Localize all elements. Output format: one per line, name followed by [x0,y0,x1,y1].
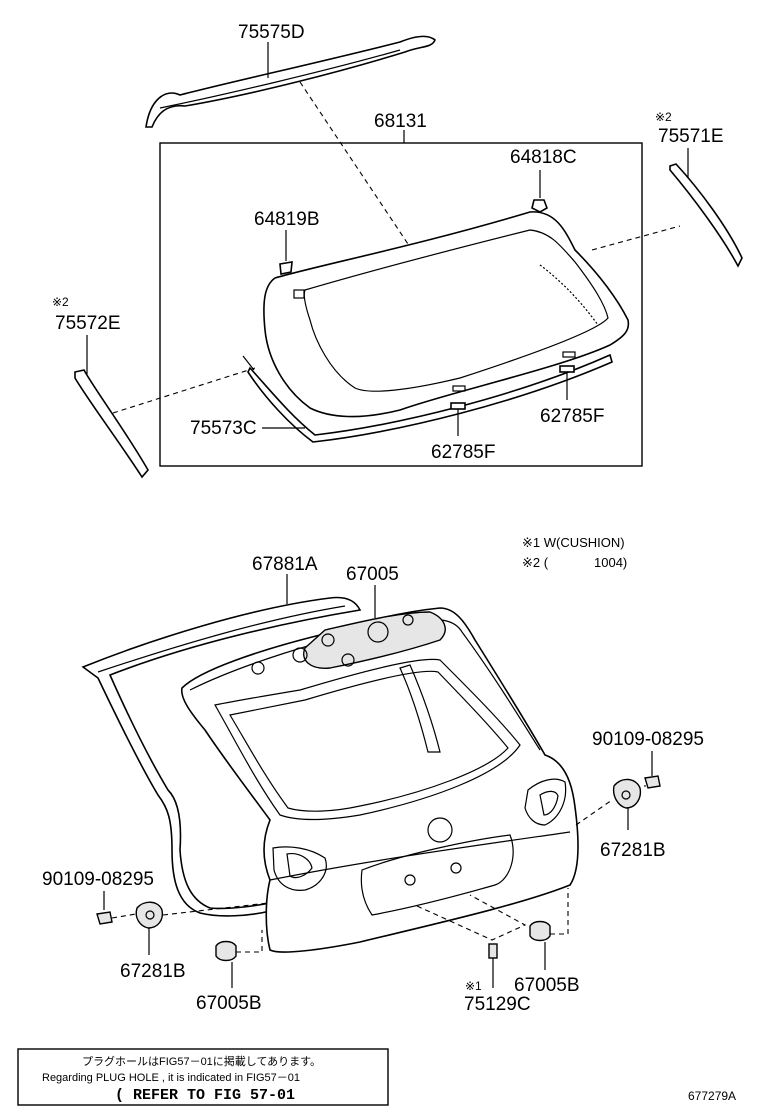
cushion-62785F-center[interactable] [450,402,466,410]
label-67005: 67005 [346,564,399,585]
label-67005B-left: 67005B [196,993,262,1014]
reference-line-jp: プラグホールはFIG57－01に掲載してあります。 [82,1054,321,1068]
bracket-67281B-right[interactable] [612,778,642,809]
label-75572E: 75572E [55,313,121,334]
cushion-67005B-right[interactable] [529,920,551,942]
clip-64819B[interactable] [279,261,293,275]
glass-group-box [159,142,643,467]
label-67281B-right: 67281B [600,840,666,861]
bolt-90109-08295-left[interactable] [96,911,113,925]
label-75571E: 75571E [658,126,724,147]
back-door-panel-67005[interactable] [180,607,579,953]
mark-2-top: ※2 [655,110,672,124]
note-2-value: 1004) [594,555,627,570]
mark-1-bottom: ※1 [465,979,482,993]
label-90109-08295-right: 90109-08295 [592,729,704,750]
label-67005B-right: 67005B [514,975,580,996]
reference-line-refer[interactable]: ( REFER TO FIG 57-01 [115,1087,295,1104]
cushion-67005B-left[interactable] [215,940,237,962]
reference-box [17,1048,389,1106]
weatherstrip-67881A[interactable] [81,596,362,917]
side-molding-75572E[interactable] [74,369,149,479]
label-75575D: 75575D [238,22,305,43]
label-75573C: 75573C [190,418,257,439]
cushion-62785F-right[interactable] [559,365,575,373]
note-cushion: ※1 W(CUSHION) [522,535,625,550]
label-75129C: 75129C [464,994,531,1015]
bolt-90109-08295-right[interactable] [644,775,661,789]
note-2-prefix: ※2 ( [522,555,549,570]
cushion-75129C[interactable] [488,943,498,959]
spoiler-molding-75575D[interactable] [145,35,436,128]
back-door-glass-68131[interactable] [263,211,630,418]
side-molding-75571E[interactable] [669,163,743,268]
label-67881A: 67881A [252,554,318,575]
lower-molding-75573C[interactable] [242,353,613,443]
clip-64818C[interactable] [531,199,548,213]
label-62785F-center: 62785F [431,442,495,463]
label-68131: 68131 [374,111,427,132]
label-90109-08295-left: 90109-08295 [42,869,154,890]
bracket-67281B-left[interactable] [135,901,164,929]
label-64819B: 64819B [254,209,320,230]
label-64818C: 64818C [510,147,577,168]
label-67281B-left: 67281B [120,961,186,982]
mark-2-left: ※2 [52,295,69,309]
figure-id: 677279A [688,1089,736,1103]
reference-line-en: Regarding PLUG HOLE , it is indicated in… [42,1072,300,1084]
label-62785F-right: 62785F [540,406,604,427]
